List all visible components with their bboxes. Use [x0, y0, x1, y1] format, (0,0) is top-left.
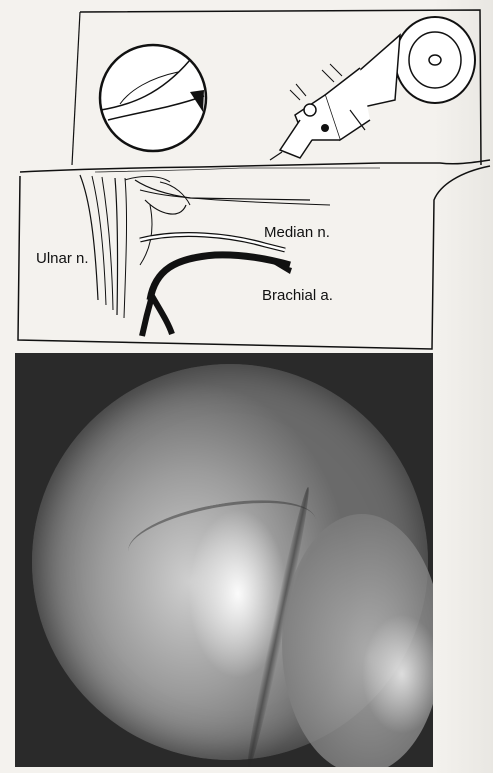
arthroscopic-view-circle: [32, 364, 428, 760]
label-ulnar-nerve: Ulnar n.: [36, 250, 89, 267]
arthroscope: [270, 17, 475, 160]
illustration-diagram: [0, 0, 493, 350]
label-median-nerve: Median n.: [264, 224, 330, 241]
label-brachial-artery: Brachial a.: [262, 287, 333, 304]
brachial-artery-branch-1: [142, 296, 152, 336]
inset-circle-view: [100, 45, 206, 151]
brachial-artery-branch-2: [152, 296, 172, 334]
arthroscopic-photo: [15, 353, 433, 767]
drawing-left-upper-edge: [72, 12, 80, 165]
skin-surface: [20, 160, 490, 172]
light-glare: [362, 614, 433, 734]
